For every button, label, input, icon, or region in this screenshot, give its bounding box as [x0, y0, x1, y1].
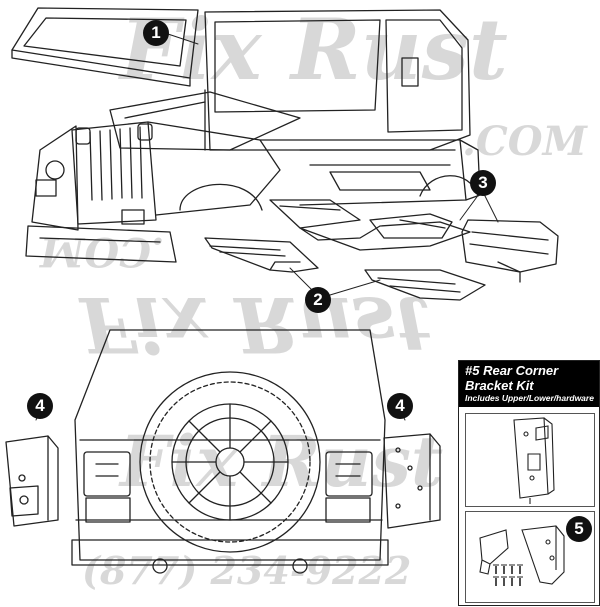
corner-panel-left [5, 435, 59, 527]
watermark-phone: (877) 234-9222 [82, 548, 412, 593]
bracket-parts-view [465, 511, 595, 603]
callout-1: 1 [143, 20, 169, 46]
bracket-installed-view [465, 413, 595, 507]
corner-panel-right [383, 433, 441, 529]
callout-2: 2 [305, 287, 331, 313]
spare-tire [139, 371, 321, 553]
callout-5: 5 [566, 516, 592, 542]
floor-pan-rear [364, 269, 486, 301]
callout-4-left: 4 [27, 393, 53, 419]
bracket-kit-title: #5 Rear Corner Bracket Kit [465, 363, 559, 393]
floor-pan-front [204, 237, 319, 273]
jeep-front-body [25, 9, 481, 263]
windshield-frame [11, 7, 199, 87]
leader-lines [35, 33, 499, 421]
callout-3: 3 [470, 170, 496, 196]
floor-pan-mid [269, 199, 471, 251]
callout-4-right: 4 [387, 393, 413, 419]
jeep-rear-body [71, 329, 389, 574]
bracket-kit-panel: #5 Rear Corner Bracket Kit Includes Uppe… [458, 360, 600, 606]
watermark-brand-top: Fix Rust [120, 0, 508, 99]
bracket-kit-subtitle: Includes Upper/Lower/hardware [465, 393, 594, 403]
watermark-domain-right: .COM [462, 118, 587, 165]
bracket-kit-header: #5 Rear Corner Bracket Kit Includes Uppe… [459, 361, 599, 407]
tub-pieces [369, 213, 559, 283]
